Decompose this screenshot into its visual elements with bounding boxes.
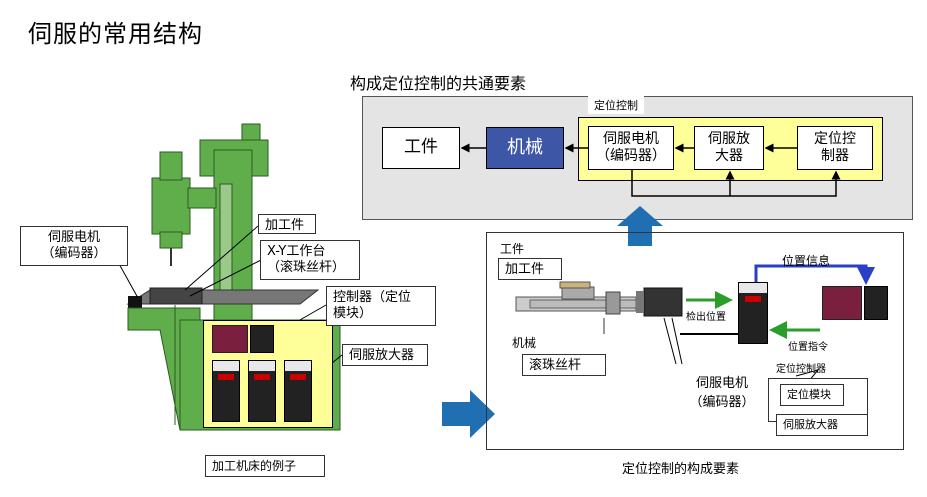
- position-control-group-label: 定位控制: [588, 96, 644, 114]
- machine-tool-caption: 加工机床的例子: [205, 455, 325, 477]
- position-controller-label: 定位控 制器: [814, 130, 856, 165]
- controller-callout-text: 控制器（定位 模块）: [333, 290, 412, 322]
- xy-table-callout: X-Y工作台 （滚珠丝杆）: [260, 240, 360, 280]
- servo-amp-image-1: [212, 360, 240, 422]
- leader-servo-motor: [117, 261, 139, 299]
- leader-workpiece: [184, 225, 259, 291]
- feedback-line: [631, 170, 841, 197]
- servo-amp-device-image: [738, 282, 768, 344]
- position-controller-label-2: 定位控制器: [776, 364, 826, 375]
- servo-amp-label-2: 伺服放大器: [776, 414, 868, 436]
- servo-amp-image-2: [248, 360, 276, 422]
- servo-amp-label: 伺服放 大器: [708, 130, 750, 165]
- servo-motor-box: 伺服电机 （编码器）: [588, 126, 674, 170]
- common-elements-title: 构成定位控制的共通要素: [350, 74, 527, 93]
- detect-position-label: 检出位置: [686, 312, 726, 323]
- plc-device-image: [822, 286, 862, 320]
- ball-screw-label: 滚珠丝杆: [522, 354, 606, 376]
- position-info-arrow: [754, 264, 875, 285]
- ball-screw-mechanism: [515, 281, 683, 334]
- controller-callout: 控制器（定位 模块）: [326, 286, 436, 326]
- servo-amp-box: 伺服放 大器: [694, 126, 764, 170]
- page-title: 伺服的常用结构: [28, 20, 203, 48]
- elements-diagram-frame: [486, 232, 904, 450]
- plc-module-image: [864, 286, 888, 320]
- right-arrow-icon: [442, 390, 495, 438]
- xy-table-callout-text: X-Y工作台 （滚珠丝杆）: [267, 244, 346, 276]
- elements-diagram-caption: 定位控制的构成要素: [622, 462, 740, 477]
- servo-amp-image-3: [284, 360, 312, 422]
- servo-motor-label: 伺服电机 （编码器）: [596, 130, 666, 165]
- workpiece-box: 工件: [382, 127, 460, 169]
- machine-box: 机械: [486, 127, 564, 169]
- workpiece-header: 工件: [500, 242, 525, 256]
- controller-module-image: [250, 325, 274, 353]
- machine-label: 机械: [512, 336, 537, 350]
- workpiece-callout: 加工件: [258, 214, 316, 234]
- controller-unit-image: [212, 325, 248, 353]
- servo-motor-diagram-label: 伺服电机 （编码器）: [676, 372, 768, 410]
- servo-motor-callout: 伺服电机 （编码器）: [20, 226, 128, 266]
- leader-xy-table: [189, 257, 266, 297]
- position-controller-box: 定位控 制器: [797, 126, 873, 170]
- position-command-label: 位置指令: [788, 342, 828, 353]
- servo-motor-diagram-text: 伺服电机 （编码器）: [689, 376, 755, 410]
- workpiece-label: 加工件: [498, 258, 562, 280]
- up-arrow-icon: [617, 206, 663, 246]
- position-info-label: 位置信息: [782, 254, 831, 268]
- position-module-label: 定位模块: [780, 384, 844, 406]
- servo-amp-callout: 伺服放大器: [342, 344, 428, 366]
- servo-motor-callout-text: 伺服电机 （编码器）: [41, 230, 107, 262]
